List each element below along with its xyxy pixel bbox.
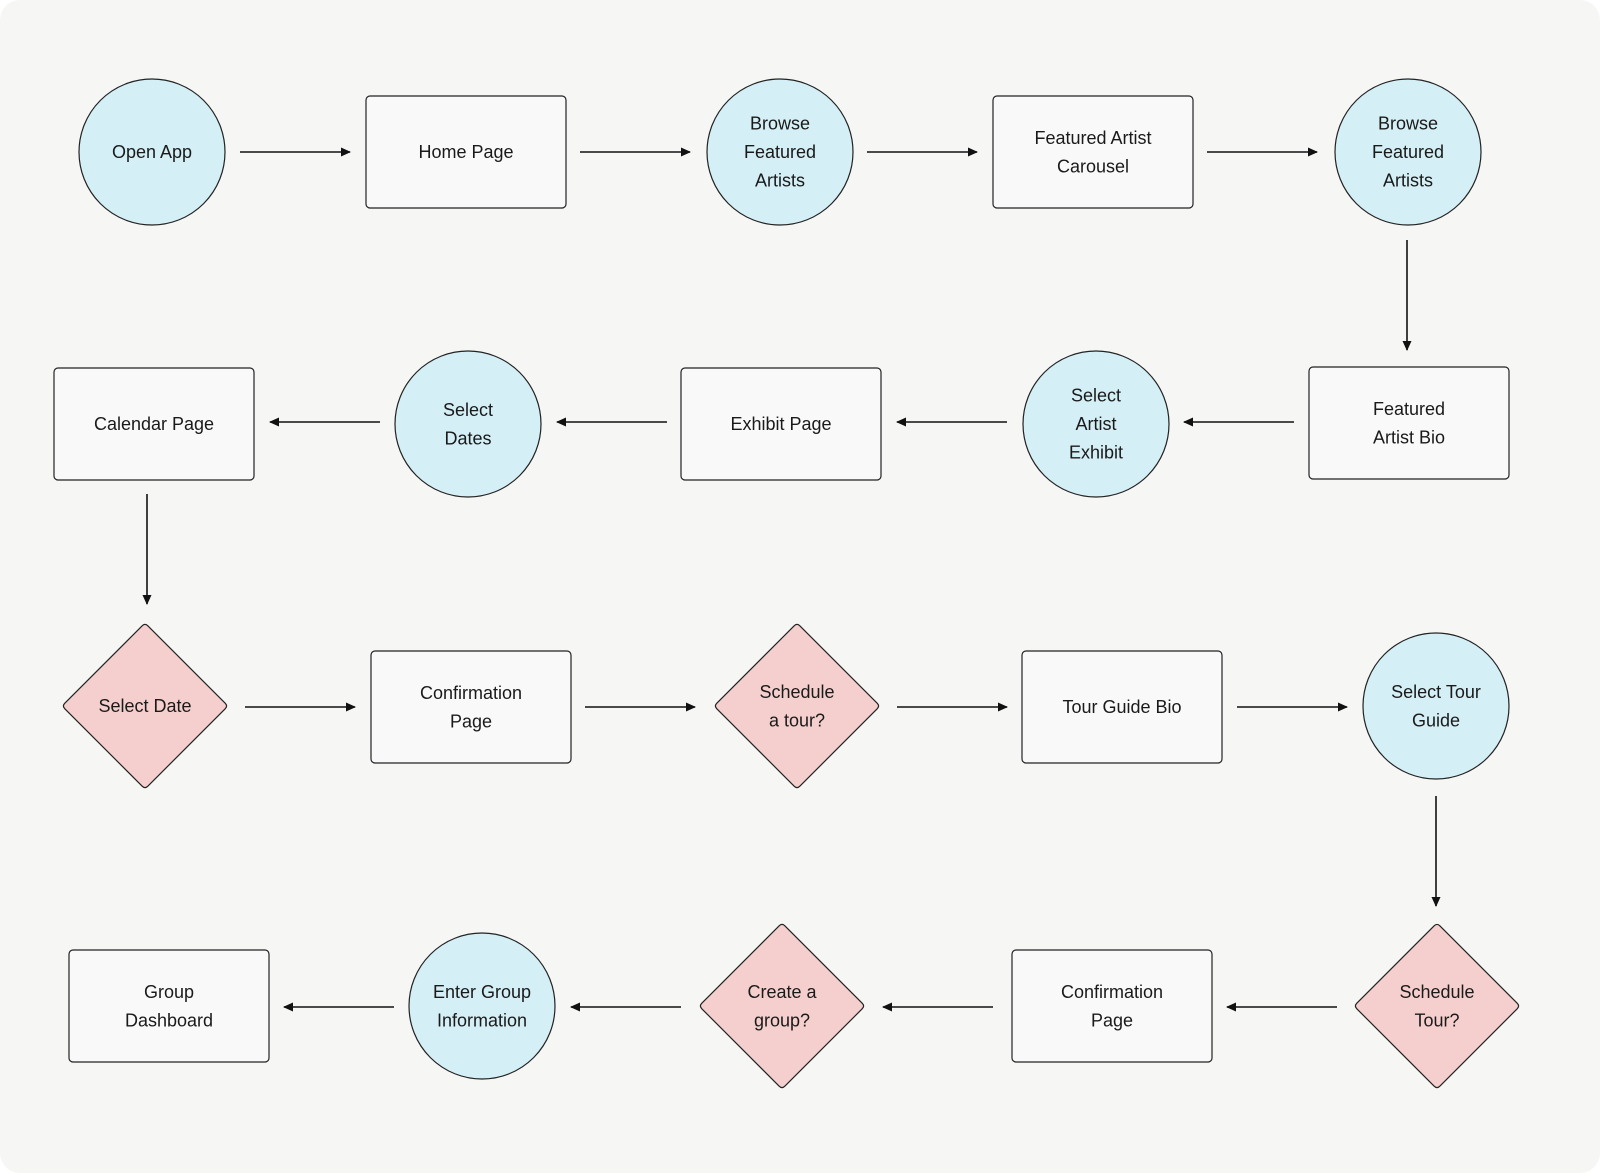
box-shape bbox=[1021, 650, 1223, 764]
circle-shape bbox=[706, 78, 854, 226]
box-shape bbox=[992, 95, 1194, 209]
diamond-shape bbox=[714, 623, 880, 789]
node-label-line: Dates bbox=[444, 428, 491, 448]
node-label-line: Browse bbox=[750, 114, 810, 134]
circle-shape bbox=[1022, 350, 1170, 498]
node-label-line: Select bbox=[1071, 386, 1121, 406]
diamond-shape bbox=[699, 923, 865, 1089]
diamond-shape bbox=[62, 623, 228, 789]
node-home-page: Home Page bbox=[365, 95, 567, 209]
node-select-date: Select Date bbox=[62, 623, 228, 789]
node-label-line: Home Page bbox=[418, 142, 513, 162]
node-label-line: Carousel bbox=[1057, 156, 1129, 176]
node-label-line: Dashboard bbox=[125, 1010, 213, 1030]
node-label-line: Artists bbox=[1383, 171, 1433, 191]
circle-shape bbox=[394, 350, 542, 498]
node-label-line: Featured bbox=[1373, 399, 1445, 419]
node-label-line: Open App bbox=[112, 142, 192, 162]
node-label-line: Tour Guide Bio bbox=[1062, 697, 1181, 717]
edges bbox=[142, 147, 1441, 1012]
node-label-line: Tour? bbox=[1414, 1010, 1459, 1030]
circle-shape bbox=[1362, 632, 1510, 780]
node-label-line: Exhibit bbox=[1069, 443, 1123, 463]
node-open-app: Open App bbox=[78, 78, 226, 226]
node-label-line: Schedule bbox=[1399, 982, 1474, 1002]
circle-shape bbox=[408, 932, 556, 1080]
box-shape bbox=[680, 367, 882, 481]
node-label-line: Featured bbox=[1372, 142, 1444, 162]
box-shape bbox=[1308, 366, 1510, 480]
box-shape bbox=[53, 367, 255, 481]
node-label-line: group? bbox=[754, 1010, 810, 1030]
node-tour-guide-bio: Tour Guide Bio bbox=[1021, 650, 1223, 764]
node-schedule-a-tour: Schedule a tour? bbox=[714, 623, 880, 789]
node-label-line: Featured bbox=[744, 142, 816, 162]
node-label-line: Featured Artist bbox=[1034, 128, 1151, 148]
box-shape bbox=[1011, 949, 1213, 1063]
node-label-line: Artist Bio bbox=[1373, 427, 1445, 447]
node-label-line: Browse bbox=[1378, 114, 1438, 134]
node-label-line: Schedule bbox=[759, 682, 834, 702]
node-label-line: Select Date bbox=[98, 696, 191, 716]
node-label-line: Page bbox=[450, 711, 492, 731]
node-label-line: Guide bbox=[1412, 710, 1460, 730]
box-shape bbox=[370, 650, 572, 764]
node-label-line: Enter Group bbox=[433, 982, 531, 1002]
circle-shape bbox=[78, 78, 226, 226]
box-shape bbox=[68, 949, 270, 1063]
node-label-line: Confirmation bbox=[420, 683, 522, 703]
diamond-shape bbox=[1354, 923, 1520, 1089]
node-label-line: Create a bbox=[747, 982, 817, 1002]
node-label-line: Select Tour bbox=[1391, 682, 1481, 702]
node-label-line: Exhibit Page bbox=[730, 414, 831, 434]
node-label-line: Page bbox=[1091, 1010, 1133, 1030]
node-label-line: a tour? bbox=[769, 710, 825, 730]
node-label-line: Calendar Page bbox=[94, 414, 214, 434]
node-label-line: Confirmation bbox=[1061, 982, 1163, 1002]
node-create-a-group: Create a group? bbox=[699, 923, 865, 1089]
node-exhibit-page: Exhibit Page bbox=[680, 367, 882, 481]
box-shape bbox=[365, 95, 567, 209]
node-label-line: Artists bbox=[755, 171, 805, 191]
node-calendar-page: Calendar Page bbox=[53, 367, 255, 481]
circle-shape bbox=[1334, 78, 1482, 226]
node-label-line: Information bbox=[437, 1010, 527, 1030]
node-label-line: Select bbox=[443, 400, 493, 420]
node-label-line: Group bbox=[144, 982, 194, 1002]
node-label-line: Artist bbox=[1075, 414, 1116, 434]
